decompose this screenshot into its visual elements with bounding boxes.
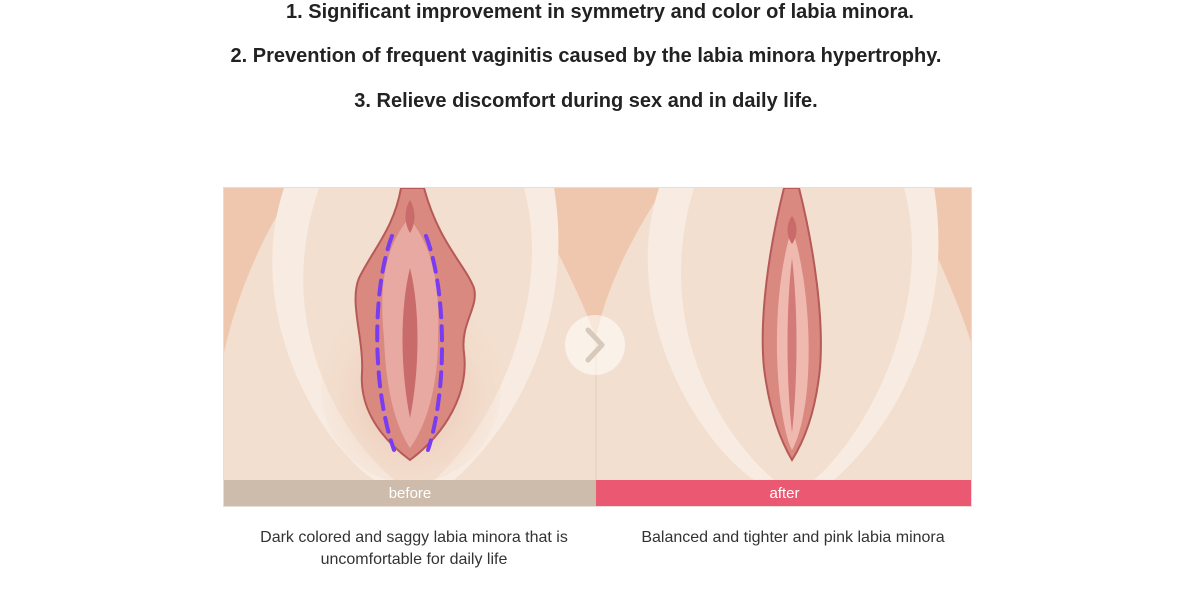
before-after-illustration: before after xyxy=(223,187,972,507)
benefit-3: 3. Relieve discomfort during sex and in … xyxy=(354,90,818,112)
chevron-right-icon xyxy=(565,315,625,375)
illustration-svg xyxy=(224,188,971,480)
benefit-2: 2. Prevention of frequent vaginitis caus… xyxy=(230,45,942,67)
after-panel xyxy=(596,188,971,480)
benefit-1: 1. Significant improvement in symmetry a… xyxy=(286,1,914,23)
before-panel xyxy=(224,188,596,480)
before-caption: Dark colored and saggy labia minora that… xyxy=(260,529,568,568)
before-label: before xyxy=(224,480,596,506)
after-caption: Balanced and tighter and pink labia mino… xyxy=(641,529,945,546)
after-label: after xyxy=(596,480,971,506)
